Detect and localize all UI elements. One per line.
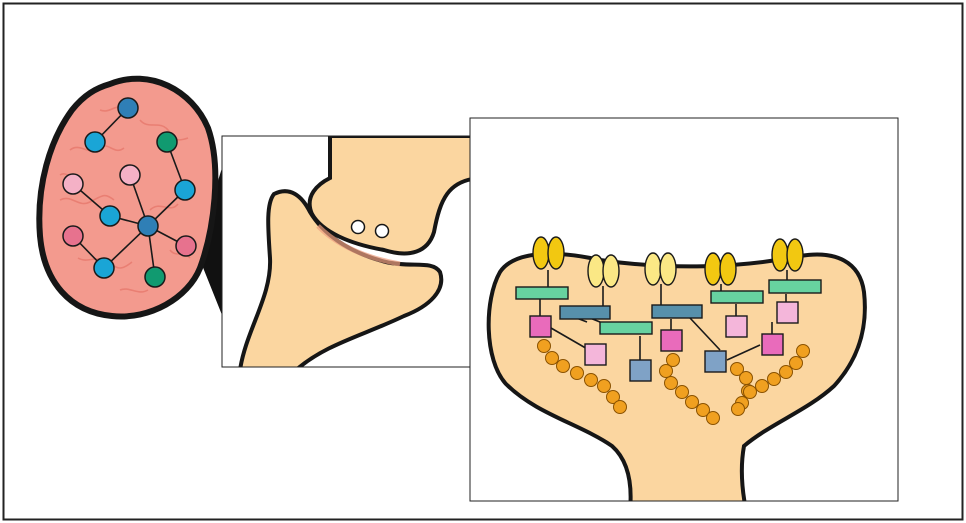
- receptor-pale: [603, 255, 619, 287]
- receptor-gold: [548, 237, 564, 269]
- scaffold-green: [516, 287, 568, 299]
- receptor-gold: [772, 239, 788, 271]
- scaffold-blue: [652, 305, 702, 318]
- network-node: [138, 216, 158, 236]
- chain-bead: [740, 372, 753, 385]
- chain-bead: [768, 373, 781, 386]
- network-node: [120, 165, 140, 185]
- chain-bead: [585, 374, 598, 387]
- network-node: [176, 236, 196, 256]
- receptor-gold: [533, 237, 549, 269]
- chain-bead: [546, 352, 559, 365]
- synaptic-vesicle: [352, 221, 365, 234]
- network-node: [100, 206, 120, 226]
- chain-bead: [686, 396, 699, 409]
- chain-bead: [790, 357, 803, 370]
- network-node: [175, 180, 195, 200]
- receptor-gold: [787, 239, 803, 271]
- kinase-pink: [661, 330, 682, 351]
- network-node: [94, 258, 114, 278]
- scaffold-blue: [560, 306, 610, 319]
- chain-bead: [598, 380, 611, 393]
- chain-bead: [732, 403, 745, 416]
- kinase-pink: [530, 316, 551, 337]
- receptor-gold: [705, 253, 721, 285]
- brain-network-panel: [39, 79, 215, 317]
- postsynaptic-protein-panel: [470, 118, 898, 510]
- chain-bead: [756, 380, 769, 393]
- receptor-pale: [588, 255, 604, 287]
- kinase-light-pink: [726, 316, 747, 337]
- kinase-light-pink: [777, 302, 798, 323]
- chain-bead: [665, 377, 678, 390]
- network-node: [63, 174, 83, 194]
- chain-bead: [557, 360, 570, 373]
- scaffold-green: [600, 322, 652, 334]
- scaffold-green: [711, 291, 763, 303]
- network-node: [118, 98, 138, 118]
- synaptic-vesicle: [376, 225, 389, 238]
- chain-bead: [676, 386, 689, 399]
- adaptor-blue: [630, 360, 651, 381]
- network-node: [85, 132, 105, 152]
- chain-bead: [571, 367, 584, 380]
- chain-bead: [614, 401, 627, 414]
- receptor-pale: [660, 253, 676, 285]
- receptor-pale: [645, 253, 661, 285]
- network-node: [63, 226, 83, 246]
- kinase-light-pink: [585, 344, 606, 365]
- chain-bead: [538, 340, 551, 353]
- scaffold-green: [769, 280, 821, 293]
- chain-bead: [660, 365, 673, 378]
- synapse-closeup-panel: [222, 136, 480, 370]
- chain-bead: [744, 386, 757, 399]
- chain-bead: [780, 366, 793, 379]
- receptor-gold: [720, 253, 736, 285]
- chain-bead: [797, 345, 810, 358]
- network-node: [145, 267, 165, 287]
- kinase-pink: [762, 334, 783, 355]
- adaptor-blue: [705, 351, 726, 372]
- network-node: [157, 132, 177, 152]
- chain-bead: [707, 412, 720, 425]
